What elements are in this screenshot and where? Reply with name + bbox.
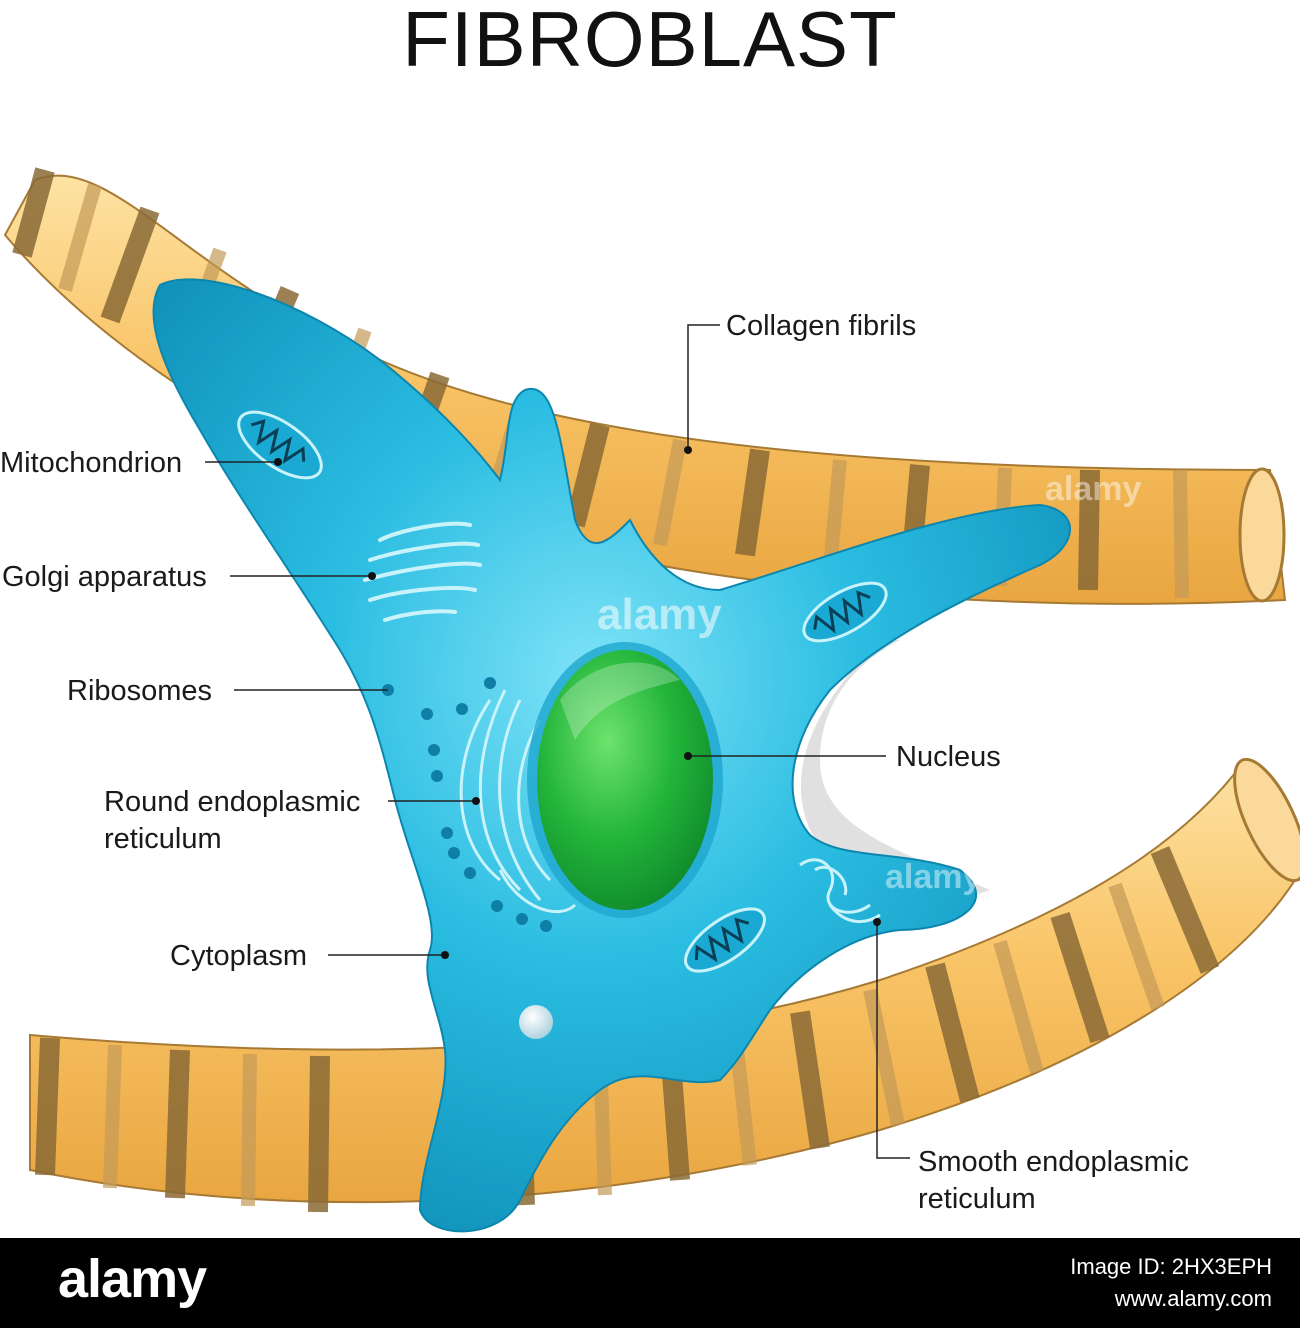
label-golgi-apparatus: Golgi apparatus [2, 561, 207, 593]
golgi-organelle [363, 521, 482, 622]
label-smooth-er-line1: Smooth endoplasmic [918, 1146, 1189, 1178]
label-smooth-er-line2: reticulum [918, 1183, 1036, 1215]
watermark-right: alamy [885, 858, 982, 896]
label-ribosomes: Ribosomes [67, 675, 213, 707]
label-rough-er-line2: reticulum [104, 823, 222, 855]
watermark-top-right: alamy [1045, 470, 1142, 508]
label-collagen-fibrils: Collagen fibrils [726, 310, 917, 342]
footer-site: www.alamy.com [1114, 1286, 1272, 1311]
label-cytoplasm: Cytoplasm [170, 940, 307, 972]
mitochondrion-2 [802, 581, 888, 643]
collagen-fibril-lower [29, 757, 1300, 1213]
leader-dots [274, 446, 881, 959]
label-mitochondrion: Mitochondrion [0, 447, 183, 479]
mitochondrion-3 [684, 907, 766, 973]
nucleus-highlight [560, 662, 680, 740]
label-rough-er-line1: Round endoplasmic [104, 786, 361, 818]
footer-image-id: Image ID: 2HX3EPH [1070, 1254, 1272, 1279]
vesicle [519, 1005, 553, 1039]
diagram-title: FIBROBLAST [402, 0, 898, 83]
smooth-er-organelle [799, 858, 881, 924]
footer-bar [0, 1238, 1300, 1328]
cell-shadow [800, 640, 990, 900]
mitochondrion-1 [237, 410, 323, 480]
footer-brand-logo: alamy [58, 1249, 207, 1309]
watermark-center: alamy [597, 590, 722, 639]
ribosome-dots [382, 677, 552, 932]
label-nucleus: Nucleus [896, 741, 1001, 773]
rough-er-organelle [459, 689, 577, 914]
leader-lines [205, 324, 910, 1159]
nucleus-organelle [537, 650, 713, 910]
